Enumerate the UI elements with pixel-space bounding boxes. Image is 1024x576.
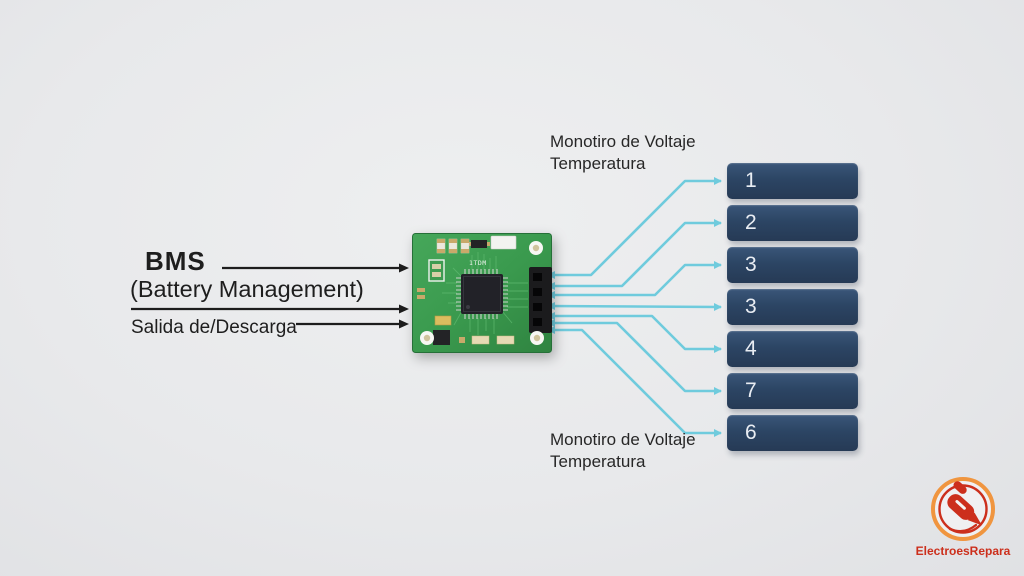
solder-pad [417, 288, 425, 292]
monitor-line-cell-7 [547, 326, 722, 437]
mounting-holes [420, 241, 544, 345]
battery-cell: 2 [727, 205, 869, 241]
monitor-line-cell-5 [547, 312, 722, 353]
battery-cell: 6 [727, 415, 869, 451]
battery-cell: 1 [727, 163, 869, 199]
electroes-repara-logo: ElectroesRepara [896, 470, 1024, 558]
cell-connector-slots [533, 273, 542, 326]
cell-number: 4 [745, 337, 757, 360]
monitor-line-cell-4 [547, 302, 722, 311]
monitor-line-cell-3 [547, 261, 722, 299]
cell-number: 3 [745, 295, 757, 318]
qfp-chip [461, 274, 503, 314]
monitor-top-line2: Temperatura [550, 154, 646, 173]
bms-input-arrows [131, 263, 409, 329]
monitor-line-cell-1 [547, 177, 722, 279]
battery-cell: 3 [727, 289, 869, 325]
monitor-bottom-line1: Monotiro de Voltaje [550, 430, 696, 449]
cell-number: 2 [745, 211, 757, 234]
pcb-traces [442, 252, 528, 335]
chip-bevel [463, 276, 501, 312]
soldering-tool-icon [931, 477, 995, 541]
cell-number: 3 [745, 253, 757, 276]
resistor-bank [436, 238, 470, 254]
monitor-label-top: Monotiro de Voltaje Temperatura [550, 131, 696, 175]
solder-pad [487, 242, 490, 246]
battery-cell: 4 [727, 331, 869, 367]
cell-number: 7 [745, 379, 757, 402]
solder-pad [468, 242, 471, 246]
cell-monitor-lines [547, 177, 722, 437]
chip-pin1-dot [466, 305, 470, 309]
logo-text: ElectroesRepara [915, 544, 1011, 558]
monitor-bottom-line2: Temperatura [550, 452, 646, 471]
black-ic [433, 330, 450, 345]
pcb-silkscreen-text: 1TDM [469, 259, 487, 267]
discharge-label: Salida de/Descarga [131, 317, 297, 338]
battery-cell: 3 [727, 247, 869, 283]
monitor-label-bottom: Monotiro de Voltaje Temperatura [550, 429, 696, 473]
cell-number: 6 [745, 421, 757, 444]
yellow-capacitor [434, 315, 452, 326]
tool-cord [948, 523, 978, 533]
battery-cell: 7 [727, 373, 869, 409]
monitor-top-line1: Monotiro de Voltaje [550, 132, 696, 151]
cell-number: 1 [745, 169, 757, 192]
top-connector [490, 235, 517, 250]
circuit-board: 1TDM [412, 233, 552, 353]
bms-subtitle: (Battery Management) [130, 276, 364, 302]
qfp-chip-pins [456, 269, 508, 319]
cell-connector [529, 267, 552, 333]
white-outlined-ic [428, 259, 445, 282]
bms-title: BMS [145, 246, 206, 276]
top-black-component [471, 240, 487, 248]
solder-pad [417, 295, 425, 299]
tool-body [947, 481, 982, 526]
bottom-components [459, 335, 515, 345]
